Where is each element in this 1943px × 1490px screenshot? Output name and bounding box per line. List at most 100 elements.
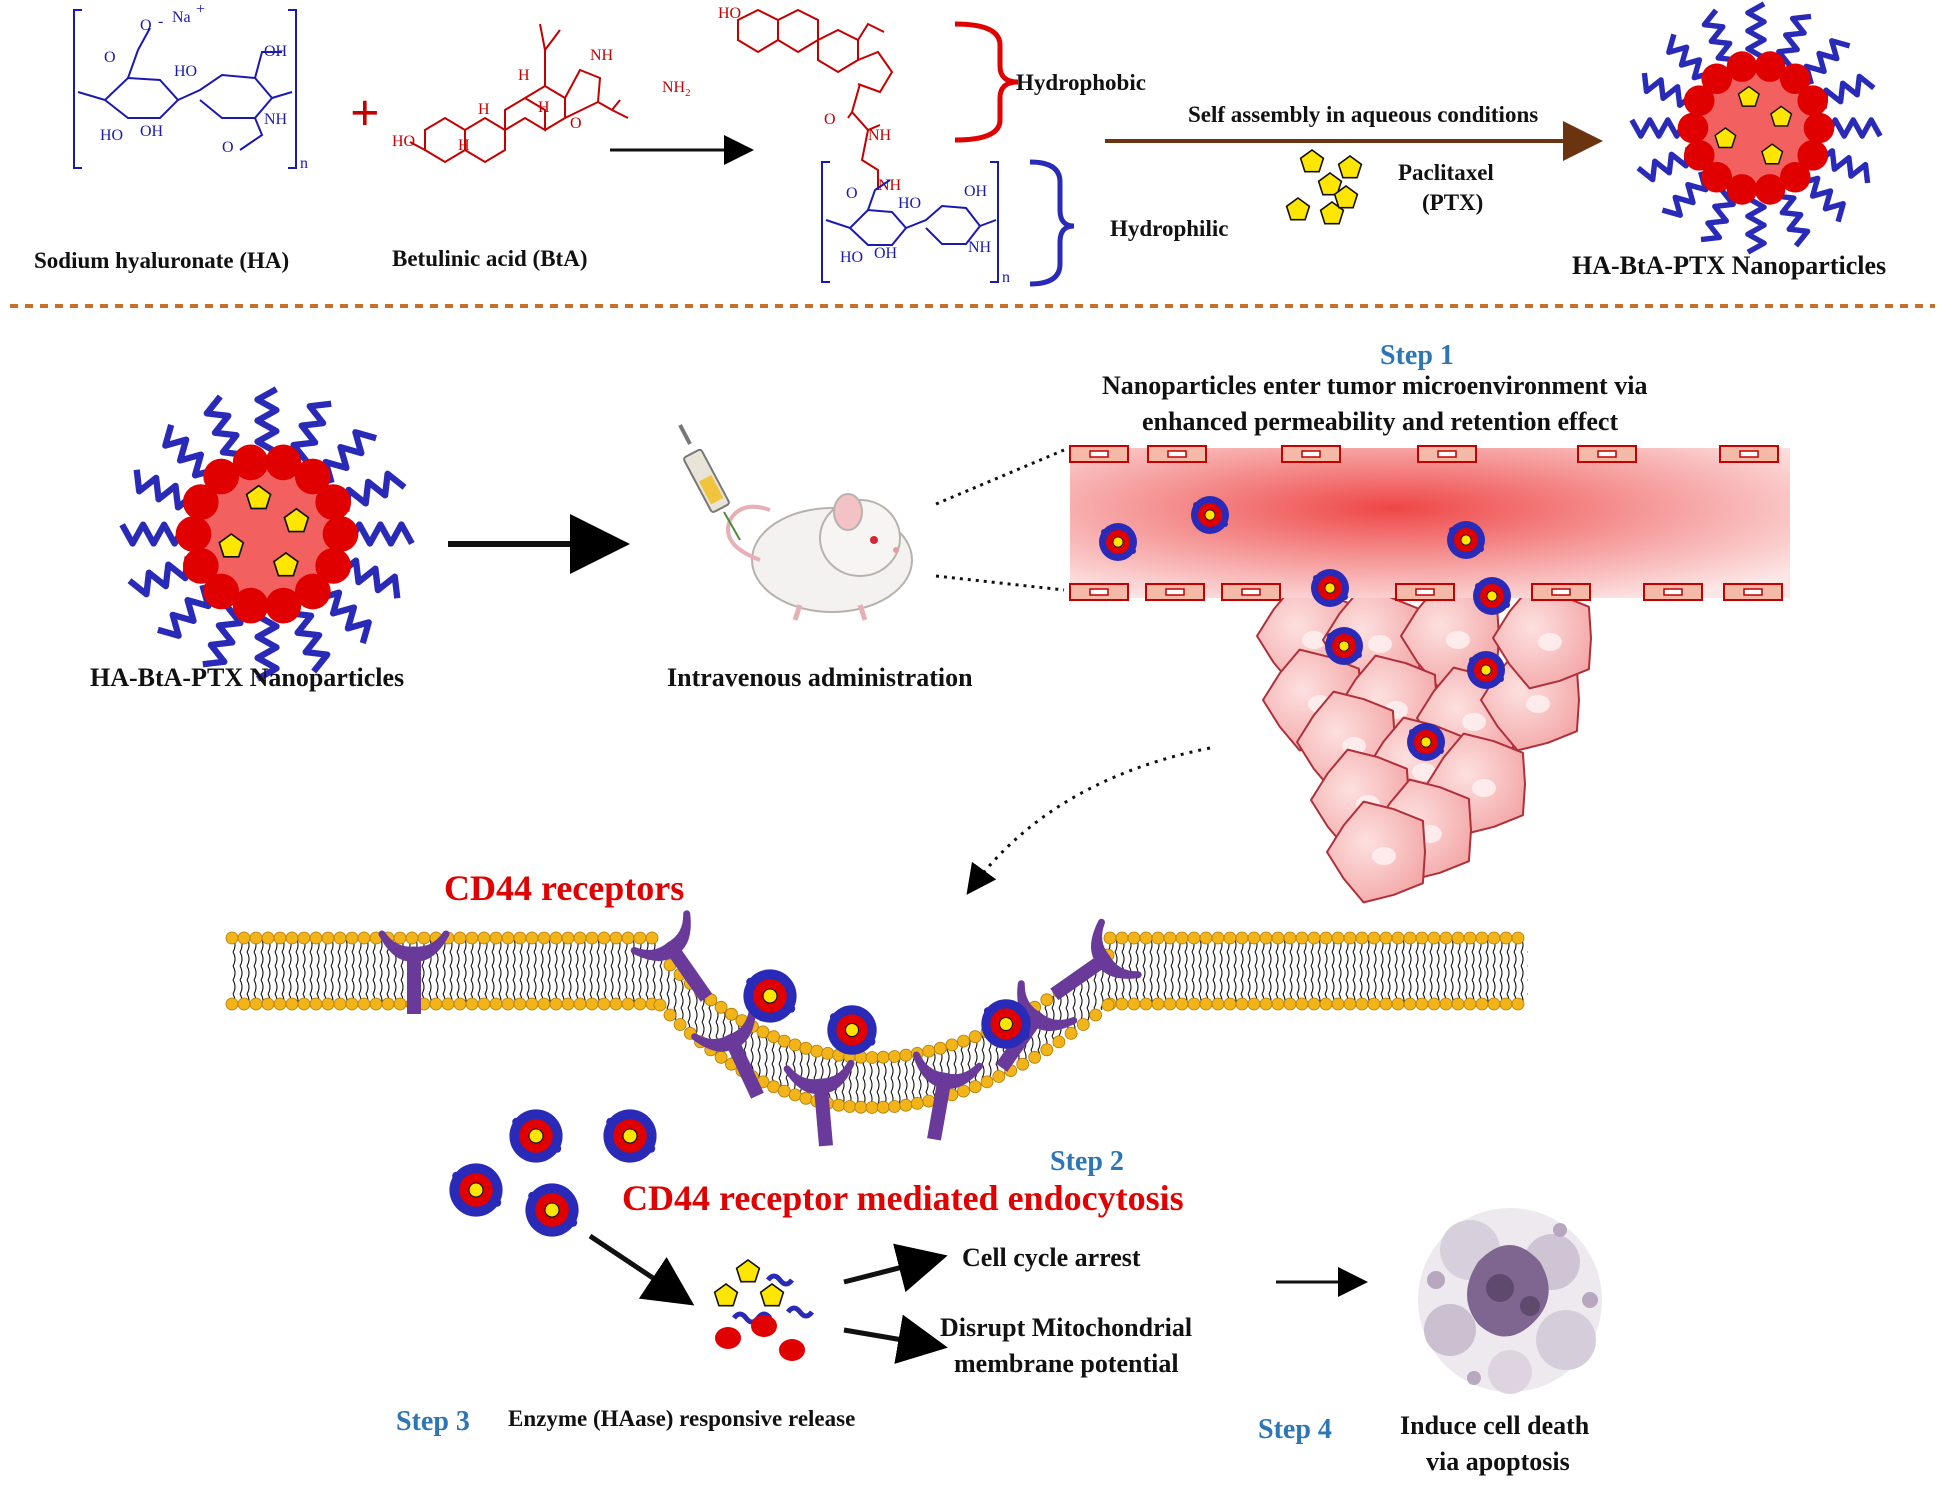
lipid-head	[321, 931, 335, 945]
cd44-label: CD44 receptors	[444, 868, 684, 908]
lipid-head	[714, 1050, 728, 1064]
ha-shell-chain	[1661, 171, 1709, 218]
cd44-receptor	[378, 930, 450, 1014]
bta-bead	[203, 458, 240, 495]
lipid-head	[285, 997, 299, 1011]
lipid-head	[1367, 931, 1381, 945]
lipid-head	[992, 1070, 1006, 1083]
plus-sign: +	[350, 85, 380, 142]
ha-shell-chain	[1776, 13, 1812, 68]
lipid-head	[1115, 997, 1129, 1011]
lipid-head	[1028, 1050, 1042, 1064]
ha-shell-chain	[1636, 147, 1691, 183]
lipid-head	[1211, 997, 1225, 1011]
lipid-head	[561, 931, 575, 945]
lipid-head	[1259, 997, 1273, 1011]
lipid-head	[273, 931, 287, 945]
lipid-head	[345, 931, 359, 945]
released-contents	[713, 1259, 814, 1361]
lipid-head	[1235, 997, 1249, 1011]
lipid-head	[1247, 931, 1261, 945]
lipid-head	[1463, 931, 1477, 945]
lipid-head	[777, 1034, 791, 1048]
endothelial-nucleus	[1739, 450, 1759, 458]
lipid-head	[585, 997, 599, 1011]
endothelial-nucleus	[1167, 450, 1187, 458]
hydrophobic-core	[1693, 65, 1819, 191]
hydrophobic-bracket	[954, 21, 1019, 143]
lipid-head	[345, 997, 359, 1011]
lipid-head	[1343, 931, 1357, 945]
lipid-head	[1247, 997, 1261, 1011]
cd44-receptor-stalk	[668, 947, 713, 1002]
hydrophobic-label: Hydrophobic	[1016, 70, 1146, 95]
lipid-head	[501, 931, 515, 945]
syringe-icon	[678, 424, 741, 541]
lipid-head	[1451, 997, 1465, 1011]
endothelial-nucleus	[1437, 450, 1457, 458]
ha-shell-chain	[1823, 117, 1883, 139]
zoom-line-top	[935, 448, 1065, 506]
step1-line1: Nanoparticles enter tumor microenvironme…	[1102, 371, 1647, 400]
lipid-head	[585, 931, 599, 945]
lipid-head	[876, 1100, 890, 1114]
ha-shell-chain	[1775, 193, 1811, 248]
lipid-head	[357, 997, 371, 1011]
ha-shell-chain	[157, 584, 212, 639]
endothelial-nucleus	[1663, 588, 1683, 596]
micro-nanoparticle	[1466, 650, 1506, 690]
lipid-head	[1379, 997, 1393, 1011]
lipid-head	[237, 997, 251, 1011]
lipid-head	[537, 931, 551, 945]
lipid-head	[261, 931, 275, 945]
lipid-head	[1283, 931, 1297, 945]
lipid-head	[653, 998, 667, 1012]
chem-ha-oh-1: OH	[264, 43, 288, 60]
chem-conj-ha-o: O	[846, 185, 858, 202]
micro-nanoparticle	[1406, 722, 1446, 762]
tumor-cell	[1492, 586, 1592, 690]
lipid-head	[573, 931, 587, 945]
cd44-receptor	[783, 1059, 855, 1147]
cd44-receptors	[378, 910, 1142, 1147]
hydrophilic-label: Hydrophilic	[1110, 216, 1228, 241]
tumor-cell-nucleus	[1412, 763, 1436, 781]
lipid-head	[525, 931, 539, 945]
lipid-head	[1187, 931, 1201, 945]
chem-bta-nh2: NH2	[662, 79, 691, 99]
lipid-head	[663, 1008, 677, 1022]
bta-bead	[1701, 63, 1733, 95]
lipid-head	[501, 997, 515, 1011]
cd44-receptor-head	[378, 930, 450, 962]
lipid-head	[1487, 931, 1501, 945]
lipid-head	[788, 1038, 802, 1052]
ha-shell-chain	[202, 604, 244, 668]
tumor-cluster	[1256, 584, 1592, 904]
chem-conj-ho: HO	[718, 5, 741, 22]
ha-shell-chain	[1700, 188, 1736, 243]
mito-line2: membrane potential	[954, 1349, 1179, 1378]
lipid-head	[549, 997, 563, 1011]
ha-shell-chain	[1745, 195, 1767, 255]
lipid-head	[1367, 997, 1381, 1011]
lipid-head	[1127, 931, 1141, 945]
lipid-head	[1439, 931, 1453, 945]
lipid-head	[957, 1034, 970, 1048]
death-line2: via apoptosis	[1426, 1447, 1570, 1476]
lipid-head	[832, 1098, 846, 1112]
bta-bead	[294, 458, 331, 495]
self-assembly-label: Self assembly in aqueous conditions	[1188, 102, 1538, 127]
chem-ha-minus: -	[158, 13, 163, 30]
lipid-head	[1319, 931, 1333, 945]
lipid-head	[1016, 1057, 1030, 1071]
lipid-head	[1139, 931, 1153, 945]
bta-droplet	[779, 1339, 805, 1361]
lipid-head	[968, 1080, 982, 1094]
lipid-head	[633, 997, 647, 1011]
lipid-head	[1089, 1008, 1102, 1022]
ha-shell-chain	[1799, 175, 1846, 223]
ha-shell-chain	[1629, 117, 1689, 139]
bta-bead	[1701, 161, 1733, 193]
tumor-cell-nucleus	[1538, 633, 1562, 651]
